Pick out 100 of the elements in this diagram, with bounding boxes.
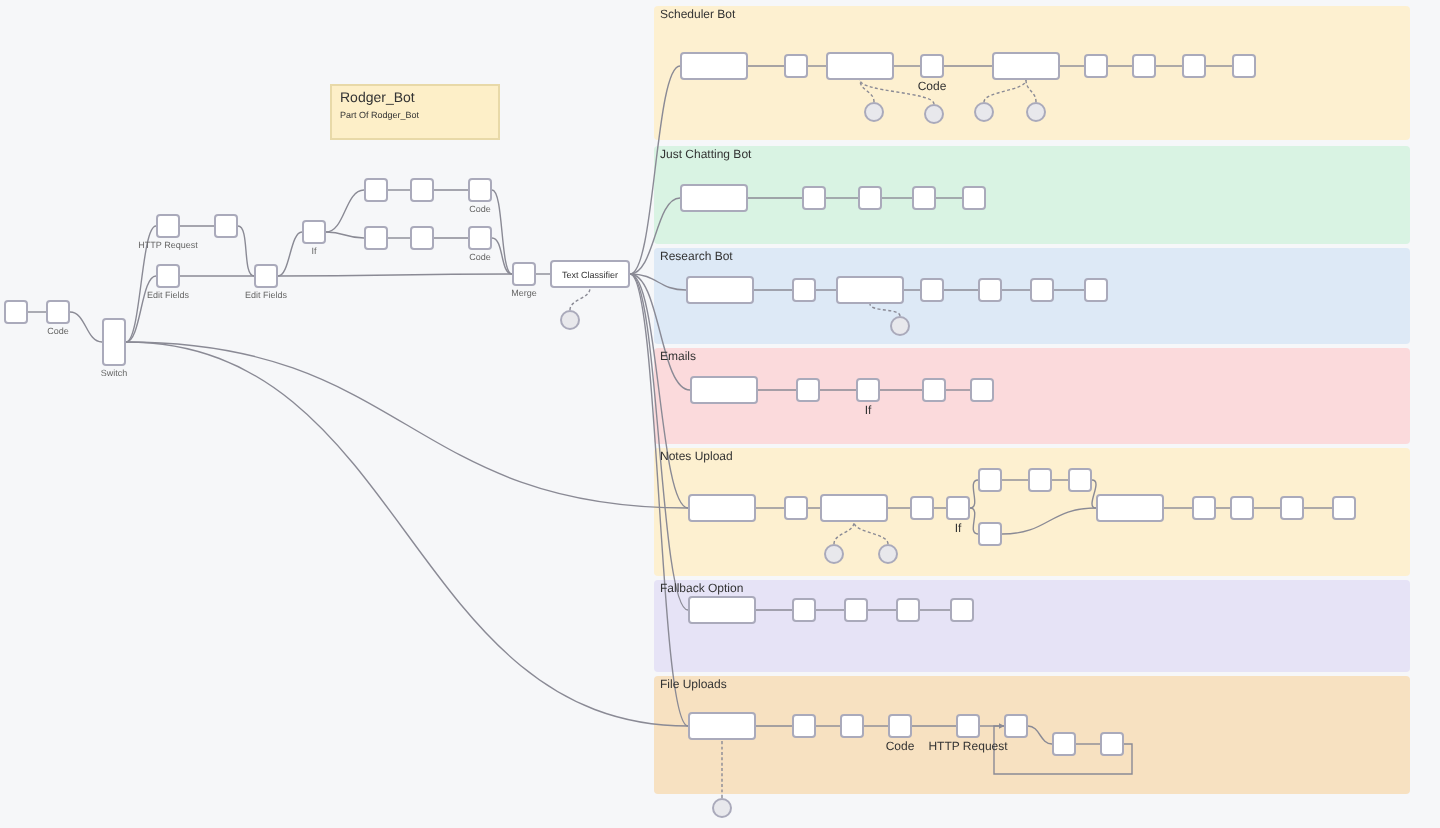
connector: [807, 507, 821, 509]
group-panel: [654, 248, 1410, 344]
connector: [629, 273, 689, 611]
connector: [27, 311, 47, 313]
connector: [807, 65, 827, 67]
workflow-node-box: [950, 598, 974, 622]
connector: [815, 289, 837, 291]
connector: [819, 389, 857, 391]
workflow-node-box: [792, 598, 816, 622]
classifier-node-box: [550, 260, 630, 288]
dashed-connector: [833, 521, 855, 545]
workflow-node-box: [802, 186, 826, 210]
workflow-node-box: [410, 178, 434, 202]
connector: [815, 725, 841, 727]
connector: [935, 197, 963, 199]
connector: [993, 723, 1133, 775]
workflow-node-box: [1084, 278, 1108, 302]
workflow-node-box: [1052, 732, 1076, 756]
workflow-node-box: [840, 714, 864, 738]
connector: [1163, 507, 1193, 509]
sub-node-circle: [864, 102, 884, 122]
workflow-node-box: [1192, 496, 1216, 520]
workflow-node-box: [856, 378, 880, 402]
agent-node-box: [820, 494, 888, 522]
workflow-node-box: [1182, 54, 1206, 78]
connector: [1215, 507, 1231, 509]
workflow-node-box: [962, 186, 986, 210]
agent-node-box: [686, 276, 754, 304]
connector: [753, 289, 793, 291]
connector: [879, 389, 923, 391]
connector: [1059, 65, 1085, 67]
connector: [943, 289, 979, 291]
dashed-connector: [853, 521, 889, 545]
workflow-node-box: [1028, 468, 1052, 492]
workflow-node-box: [796, 378, 820, 402]
connector: [945, 389, 971, 391]
connector: [1091, 479, 1097, 509]
workflow-node-box: [920, 54, 944, 78]
sub-node-circle: [824, 544, 844, 564]
workflow-node-box: [46, 300, 70, 324]
connector: [629, 273, 687, 291]
workflow-node-box: [792, 278, 816, 302]
connector: [755, 609, 793, 611]
agent-node-box: [1096, 494, 1164, 522]
connector: [867, 609, 897, 611]
sub-node-circle: [560, 310, 580, 330]
connector: [629, 273, 691, 391]
workflow-node-box: [858, 186, 882, 210]
sub-node-circle: [924, 104, 944, 124]
connector: [863, 725, 889, 727]
connector: [125, 225, 157, 343]
connector: [1155, 65, 1183, 67]
group-panel: [654, 348, 1410, 444]
sub-node-circle: [974, 102, 994, 122]
connector: [747, 65, 785, 67]
workflow-node-box: [896, 598, 920, 622]
connector: [535, 273, 551, 275]
sub-node-circle: [712, 798, 732, 818]
connector: [1027, 725, 1053, 745]
connector: [893, 65, 921, 67]
connector: [1053, 289, 1085, 291]
connector: [755, 507, 785, 509]
workflow-node-box: [364, 226, 388, 250]
connector: [757, 389, 797, 391]
sub-node-circle: [878, 544, 898, 564]
sticky-note: [330, 84, 500, 140]
connector: [747, 197, 803, 199]
workflow-node-box: [1100, 732, 1124, 756]
connector: [69, 311, 103, 343]
connector: [815, 609, 845, 611]
connector: [491, 237, 513, 275]
connector: [1303, 507, 1333, 509]
workflow-node-box: [978, 522, 1002, 546]
connector: [629, 273, 689, 727]
connector: [825, 197, 859, 199]
connector: [969, 507, 979, 535]
workflow-node-box: [512, 262, 536, 286]
workflow-node-box: [956, 714, 980, 738]
workflow-node-box: [1132, 54, 1156, 78]
dashed-connector: [1025, 79, 1037, 103]
connector: [1051, 479, 1069, 481]
group-panel: [654, 676, 1410, 794]
connector: [911, 725, 957, 727]
connector: [277, 231, 303, 277]
connector: [969, 479, 979, 509]
workflow-node-box: [156, 264, 180, 288]
connector: [325, 231, 365, 239]
connector: [919, 609, 951, 611]
connector: [755, 725, 793, 727]
workflow-node-box: [888, 714, 912, 738]
workflow-node-box: [1030, 278, 1054, 302]
connector: [903, 289, 921, 291]
workflow-node-box: [1280, 496, 1304, 520]
workflow-node-box: [214, 214, 238, 238]
workflow-node-box: [912, 186, 936, 210]
connector: [1001, 289, 1031, 291]
workflow-node-box: [1068, 468, 1092, 492]
connector: [179, 275, 255, 277]
workflow-node-box: [910, 496, 934, 520]
workflow-node-box: [102, 318, 126, 366]
